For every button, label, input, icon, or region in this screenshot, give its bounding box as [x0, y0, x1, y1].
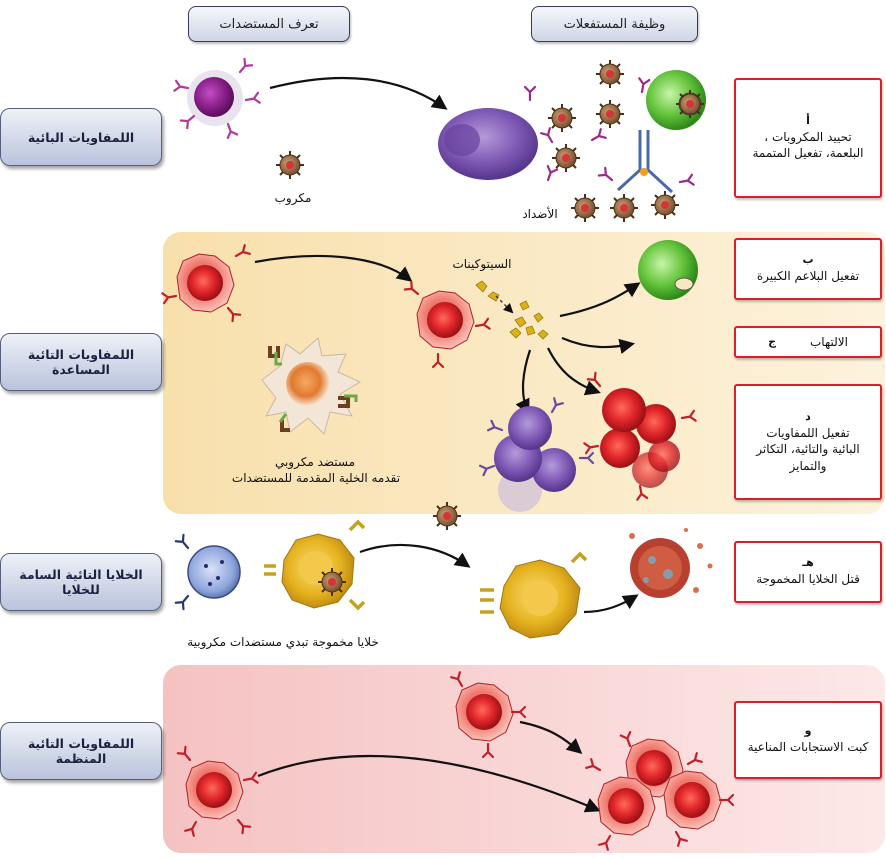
cytokines	[475, 280, 549, 340]
target-t-cell	[450, 671, 527, 759]
function-box-c: الالتهاب ج	[734, 326, 882, 358]
function-box-b: ب تفعيل البلاعم الكبيرة	[734, 238, 882, 300]
complement-receptor	[616, 130, 674, 194]
arrow-suppression-long	[257, 754, 601, 813]
plasma-cell	[438, 108, 538, 180]
function-letter: هـ	[802, 556, 814, 570]
arrow-ctl-activation	[359, 543, 471, 568]
header-antigen-recognition: تعرف المستضدات	[188, 6, 350, 42]
function-box-d: د تفعيل اللمفاويات البائية والتائية، الت…	[734, 384, 882, 500]
microbe-icon	[432, 501, 462, 531]
proliferating-t-cells	[583, 371, 697, 501]
row-label-b-lymphocytes: اللمفاويات البائية	[0, 108, 162, 166]
activated-helper-t-cell	[403, 280, 491, 369]
function-letter: د	[805, 410, 811, 424]
function-text: الالتهاب	[810, 334, 848, 349]
activated-cytotoxic-t-cell	[480, 551, 588, 639]
microbe-icon	[275, 150, 305, 180]
arrow-to-t-cells	[547, 347, 601, 396]
header-effector-function: وظيفة المستفعلات	[531, 6, 698, 42]
function-letter: ب	[802, 253, 814, 267]
phagocyte-green	[646, 70, 706, 130]
function-text: تفعيل البلاعم الكبيرة	[756, 269, 860, 284]
function-text: تفعيل اللمفاويات البائية والتائية، التكا…	[756, 426, 860, 473]
row-label-cytotoxic-t: الخلايا التائية السامة للخلايا	[0, 553, 162, 611]
proliferating-b-cells	[478, 397, 595, 512]
arrow-suppression-short	[519, 720, 583, 755]
row-label-helper-t: اللمفاويات التائية المساعدة	[0, 333, 162, 391]
arrow-b-to-plasma	[269, 76, 448, 110]
function-letter: أ	[806, 114, 810, 128]
b-lymphocyte	[173, 57, 261, 140]
arrow-helper-activation	[254, 254, 413, 282]
caption-cytokines: السيتوكينات	[452, 257, 512, 271]
apc-cell	[261, 337, 362, 435]
activated-macrophage	[638, 240, 698, 300]
caption-microbe: مكروب	[274, 191, 312, 205]
caption-antibodies: الأضداد	[522, 207, 558, 221]
arrow-to-inflammation	[561, 336, 636, 354]
infected-cell	[174, 533, 241, 611]
function-box-e: هـ قتل الخلايا المخموجة	[734, 541, 882, 603]
helper-t-cell	[161, 244, 251, 323]
function-letter: و	[804, 724, 812, 738]
arrow-to-macrophage	[559, 282, 641, 318]
function-text: تحييد المكروبات ، البلعمة، تفعيل المتممة	[752, 130, 864, 161]
function-text: كبت الاستجابات المناعية	[747, 740, 869, 755]
caption-microbial-antigen: مستضد مكروبي	[274, 455, 356, 469]
function-box-a: أ تحييد المكروبات ، البلعمة، تفعيل المتم…	[734, 78, 882, 198]
arrow-to-b-cells	[515, 349, 532, 415]
cytotoxic-t-cell	[264, 519, 366, 611]
row-label-regulatory-t: اللمفاويات التائية المنظمة	[0, 722, 162, 780]
function-text: قتل الخلايا المخموجة	[756, 572, 860, 587]
arrow-dashed-cytokine	[495, 295, 514, 314]
regulatory-t-cell	[176, 745, 259, 837]
function-box-f: و كبت الاستجابات المناعية	[734, 701, 882, 779]
dying-infected-cell	[629, 528, 713, 598]
function-letter: ج	[768, 334, 776, 348]
suppressed-t-cells	[585, 730, 735, 851]
caption-infected-cells: خلايا مخموجة تبدي مستضدات مكروبية	[187, 635, 379, 649]
arrow-to-killed-cell	[583, 594, 639, 614]
caption-apc: تقدمه الخلية المقدمة للمستضدات	[231, 471, 401, 485]
